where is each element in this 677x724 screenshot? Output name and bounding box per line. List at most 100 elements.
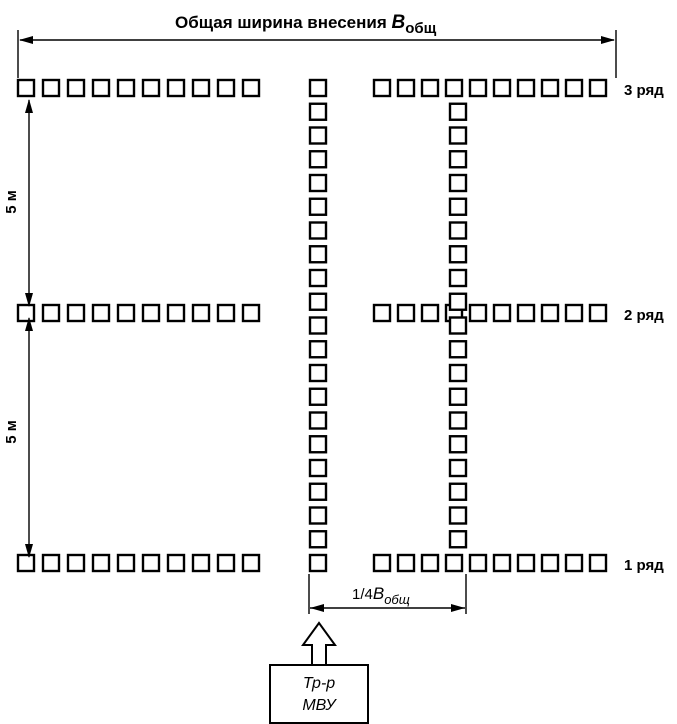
upper-distance-label: 5 м (3, 190, 20, 214)
tractor-box (269, 664, 369, 724)
center-column-cell (308, 553, 328, 573)
right-column-cell (448, 506, 468, 525)
row-3-left-cell (116, 78, 136, 98)
lower-distance-arrow-top (25, 317, 33, 331)
row-2-right-cell (420, 303, 440, 323)
center-column-cell (308, 150, 328, 169)
row-2-left-cell (241, 303, 261, 323)
row-3-right-cell (540, 78, 560, 98)
row-2-left-cell (216, 303, 236, 323)
row-1-right-cell (444, 553, 464, 573)
total-width-dimension (17, 30, 617, 78)
row-1-left-cell (16, 553, 36, 573)
row-1-right-cell (396, 553, 416, 573)
row-1-right-cell (564, 553, 584, 573)
total-width-arrow-right (601, 36, 615, 44)
quarter-width-prefix: 1/4 (352, 586, 373, 603)
upper-distance-arrow-bottom (25, 293, 33, 307)
row-1-left-cell (141, 553, 161, 573)
quarter-width-label: 1/4Bобщ (352, 584, 410, 607)
center-column-cell (308, 245, 328, 264)
row-1-right-cell (588, 553, 608, 573)
center-column-cell (308, 197, 328, 216)
right-column-cell (448, 292, 468, 311)
row-2-right-cell (492, 303, 512, 323)
lower-distance-arrow-bottom (25, 544, 33, 558)
row-3-left-cell (216, 78, 236, 98)
row-3-left-cell (66, 78, 86, 98)
right-column-cell (448, 268, 468, 288)
row-3-right-cell (372, 78, 392, 98)
row-3-right-cell (444, 78, 464, 98)
total-width-title-text: Общая ширина внесения (175, 13, 392, 32)
row-1-left-cell (116, 553, 136, 573)
row-3-left-cell (91, 78, 111, 98)
row-3-right-cell (468, 78, 488, 98)
center-column-cell (308, 102, 328, 121)
row-2-right-cell (396, 303, 416, 323)
total-width-title-variable: B (392, 12, 406, 33)
row-3-left-cell (166, 78, 186, 98)
total-width-arrow-left (19, 36, 33, 44)
row-2-right-cell (372, 303, 392, 323)
center-column-cell (308, 530, 328, 549)
center-column-cell (308, 173, 328, 193)
row-3-left-cell (141, 78, 161, 98)
row-3-label: 3 ряд (624, 82, 664, 99)
row-1-left-cell (66, 553, 86, 573)
right-column-cell (448, 411, 468, 430)
right-column-cell (448, 173, 468, 193)
row-3-right-cell (420, 78, 440, 98)
right-column-cell (448, 150, 468, 169)
row-2-left-cell (191, 303, 211, 323)
quarter-width-subscript: общ (384, 592, 410, 607)
right-column-cell (448, 316, 468, 335)
right-column-cell (448, 458, 468, 478)
upper-distance-dimension (25, 99, 33, 307)
upper-distance-arrow-top (25, 99, 33, 113)
quarter-width-arrow-right (451, 604, 465, 612)
right-column-cell (448, 221, 468, 240)
row-3-right-cell (588, 78, 608, 98)
row-2-left-cell (16, 303, 36, 323)
row-2-left-cell (66, 303, 86, 323)
row-1-right-cell (492, 553, 512, 573)
row-3-left-cell (16, 78, 36, 98)
center-column-cell (308, 411, 328, 430)
lower-distance-label: 5 м (3, 420, 20, 444)
right-column-cell (448, 126, 468, 145)
right-column-cell (448, 530, 468, 549)
direction-arrow (301, 621, 337, 666)
right-column-cell (448, 435, 468, 454)
right-column-cell (448, 102, 468, 121)
tractor-label-line-2: МВУ (302, 697, 337, 714)
right-column-cell (448, 197, 468, 216)
center-column-cell (308, 340, 328, 359)
row-1-left-cell (91, 553, 111, 573)
total-width-title: Общая ширина внесения Bобщ (175, 12, 437, 37)
center-column-cell (308, 78, 328, 98)
lower-distance-dimension (25, 317, 33, 558)
row-2-left-cell (41, 303, 61, 323)
row-1-left-cell (241, 553, 261, 573)
row-3-right-cell (396, 78, 416, 98)
right-column-cell (448, 482, 468, 501)
cell-grid (16, 78, 608, 573)
row-1-left-cell (166, 553, 186, 573)
quarter-width-dimension (308, 574, 467, 614)
center-column-cell (308, 506, 328, 525)
row-3-left-cell (41, 78, 61, 98)
tractor-label-line-1: Тр-р (303, 675, 335, 692)
row-1-right-cell (468, 553, 488, 573)
center-column-cell (308, 458, 328, 478)
right-column-cell (448, 340, 468, 359)
right-column-cell (448, 363, 468, 383)
right-column-cell (448, 245, 468, 264)
row-2-left-cell (141, 303, 161, 323)
row-3-right-cell (492, 78, 512, 98)
quarter-width-arrow-left (310, 604, 324, 612)
row-2-left-cell (116, 303, 136, 323)
quarter-width-variable: B (373, 584, 384, 603)
row-1-right-cell (540, 553, 560, 573)
